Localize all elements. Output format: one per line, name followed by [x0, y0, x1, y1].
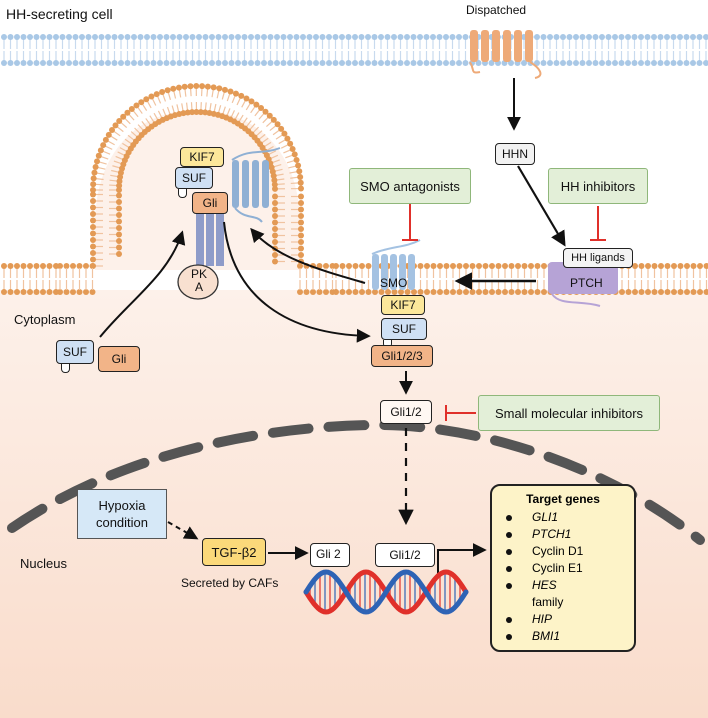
hh-secreting-cell-label: HH-secreting cell [6, 6, 113, 22]
smo-receptor [371, 239, 421, 290]
target-gene-item: BMI1 [492, 628, 634, 645]
target-gene-item: family [532, 595, 564, 609]
bullet-icon [506, 549, 512, 555]
complex-gli-box: Gli1/2/3 [371, 345, 433, 367]
free-gli-box: Gli [98, 346, 140, 372]
bullet-icon [506, 515, 512, 521]
cilium-suf-hook [178, 189, 187, 198]
gli12-to-target-arrow [437, 543, 487, 575]
bullet-icon [506, 634, 512, 640]
cell-membrane [1, 83, 708, 295]
target-gene-item: PTCH1 [492, 526, 634, 543]
target-gene-item: GLI1 [492, 509, 634, 526]
complex-kif7-box: KIF7 [381, 295, 425, 315]
cilium-kif7-box: KIF7 [180, 147, 224, 167]
target-gene-item: HIP [492, 611, 634, 628]
pathway-arrows [99, 78, 566, 575]
hh-ligands-box: HH ligands [563, 248, 633, 268]
tgf-beta2-box: TGF-β2 [202, 538, 266, 566]
complex-suf-box: SUF [381, 318, 427, 340]
target-genes-title: Target genes [526, 492, 600, 506]
ptch-receptor [548, 262, 618, 307]
cilium-axoneme [196, 210, 224, 266]
target-gene-item: Cyclin E1 [492, 560, 634, 577]
cilium-to-complex-arrow [223, 221, 371, 343]
free-suf-to-cilium-arrow [99, 230, 186, 338]
gli2-dna-box: Gli 2 [310, 543, 350, 567]
nucleus-label: Nucleus [20, 556, 67, 571]
gli12-cytoplasm-box: Gli1/2 [380, 400, 432, 424]
pka-ellipse [177, 264, 219, 300]
smo-to-cilium-arrow [250, 227, 366, 284]
bullet-icon [506, 566, 512, 572]
target-gene-item: HES [492, 577, 634, 594]
secreted-by-cafs-label: Secreted by CAFs [181, 576, 279, 590]
hhn-to-ligands-arrow [517, 165, 566, 247]
free-suf-box: SUF [56, 340, 94, 364]
free-suf-hook [61, 364, 70, 373]
ptch-label: PTCH [570, 276, 603, 290]
dispatched-label: Dispatched [466, 3, 527, 17]
smo-label: SMO [380, 276, 408, 290]
cilium-suf-box: SUF [175, 167, 213, 189]
gli12-dna-box: Gli1/2 [375, 543, 435, 567]
hypoxia-condition-box: Hypoxia condition [77, 489, 167, 539]
bullet-icon [506, 617, 512, 623]
bullet-icon [506, 583, 512, 589]
dispatched-protein [469, 30, 542, 79]
cilium-gli-box: Gli [192, 192, 228, 214]
cytoplasm-label: Cytoplasm [14, 312, 76, 327]
pka-label: PK A [190, 267, 207, 294]
nuclear-envelope [7, 419, 705, 545]
cilium-receptors [231, 147, 281, 223]
cilium-interior [95, 110, 300, 270]
inhibition-marks [402, 204, 606, 421]
target-gene-item: Cyclin D1 [492, 543, 634, 560]
bullet-icon [506, 532, 512, 538]
hh-inhibitors-box: HH inhibitors [548, 168, 648, 204]
dna-helix [303, 569, 469, 615]
smo-antagonists-box: SMO antagonists [349, 168, 471, 204]
hhn-box: HHN [495, 143, 535, 165]
secreting-cell-membrane [1, 34, 708, 66]
small-molecular-inhibitors-box: Small molecular inhibitors [478, 395, 660, 431]
